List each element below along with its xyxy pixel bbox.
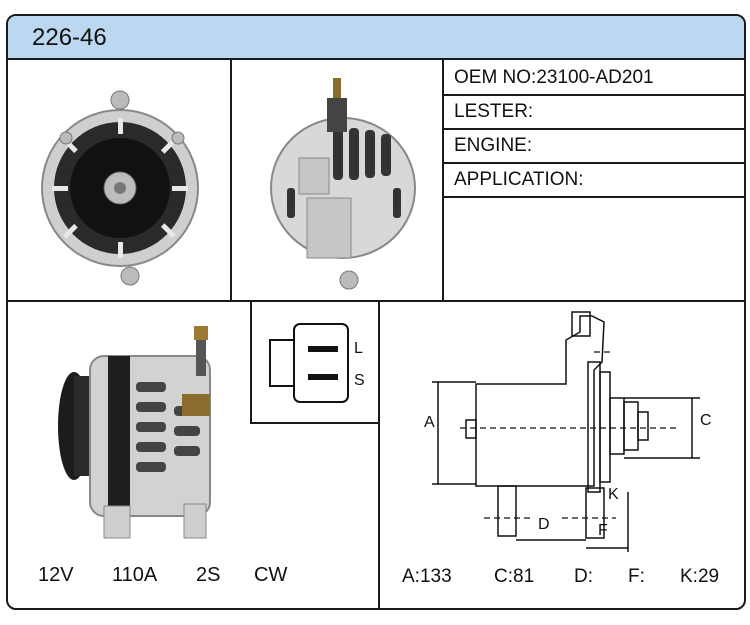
alternator-rear-photo [270,78,416,290]
engine-label: ENGINE: [454,135,533,156]
dim-label-a: A [424,414,435,431]
plug-type: 2S [196,564,221,586]
amperage: 110A [112,564,158,586]
dim-d: D: [574,566,593,587]
spec-divider [442,94,744,96]
dim-f: F: [628,566,645,587]
alternator-front-photo [41,90,199,286]
connector-box-left [250,300,252,424]
dim-c: C:81 [494,566,535,587]
application-label: APPLICATION: [454,169,584,190]
dim-label-f: F [598,522,608,539]
product-spec-sheet: 226-46 OEM NO:23100-AD201 LESTER: ENGINE… [6,14,746,610]
connector-pin-l: L [354,340,363,357]
connector-plug-diagram [269,323,349,403]
oem-row: OEM NO:23100-AD201 [444,61,744,95]
spec-divider [442,162,744,164]
application-row: APPLICATION: [444,163,744,197]
engine-row: ENGINE: [444,129,744,163]
rotation: CW [254,564,288,586]
dim-label-c: C [700,412,712,429]
header-bar: 226-46 [8,16,744,60]
alternator-side-photo [58,326,211,539]
connector-box-bottom [250,422,380,424]
connector-pin-s: S [354,372,365,389]
oem-value: 23100-AD201 [536,67,654,88]
divider-top-left [230,60,232,302]
lester-row: LESTER: [444,95,744,129]
divider-middle [8,300,744,302]
part-number: 226-46 [32,24,107,51]
lester-label: LESTER: [454,101,534,122]
dim-k: K:29 [680,566,720,587]
dim-a: A:133 [402,566,452,587]
dim-label-d: D [538,516,550,533]
voltage: 12V [38,564,74,586]
spec-divider [442,196,744,198]
dimension-drawing [432,311,700,552]
divider-top-right [442,60,444,302]
oem-label: OEM NO: [454,67,537,88]
divider-bottom-left [378,300,380,608]
spec-divider [442,128,744,130]
dim-label-k: K [608,486,619,503]
